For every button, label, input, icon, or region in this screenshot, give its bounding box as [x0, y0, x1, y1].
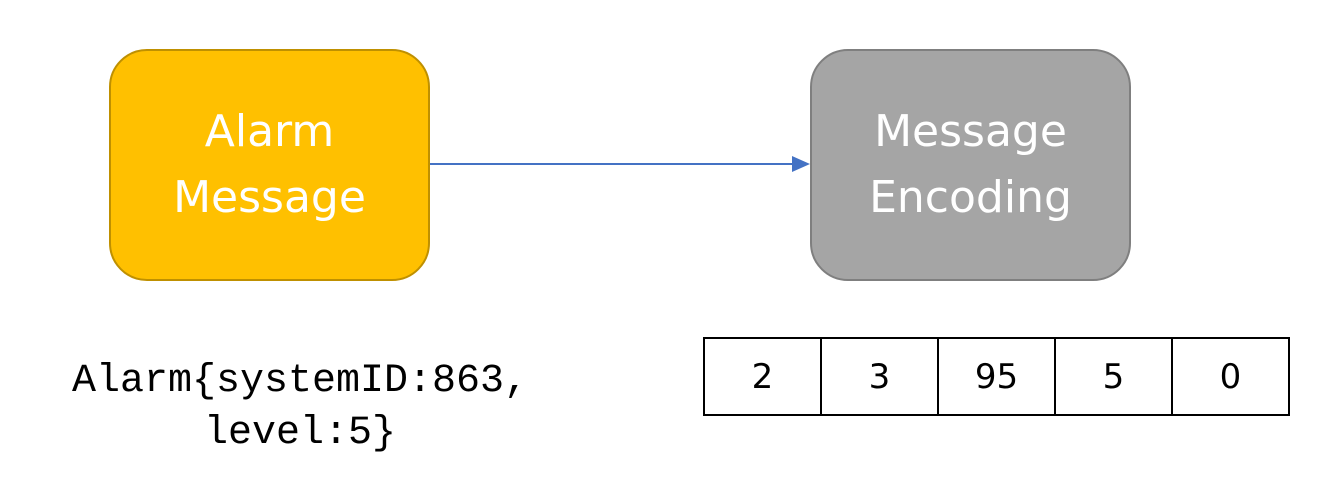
encoded-bytes-table: 2 3 95 5 0	[703, 337, 1290, 416]
byte-cell: 5	[1054, 337, 1173, 416]
byte-cell: 95	[937, 337, 1056, 416]
byte-cell: 3	[820, 337, 939, 416]
byte-cell: 0	[1171, 337, 1290, 416]
message-encoding-label: Message Encoding	[869, 106, 1072, 223]
arrow-head	[792, 156, 810, 172]
alarm-message-label: Alarm Message	[173, 106, 366, 223]
byte-cell: 2	[703, 337, 822, 416]
message-encoding-node: Message Encoding	[810, 49, 1131, 281]
encoded-bytes-row: 2 3 95 5 0	[703, 337, 1290, 416]
alarm-message-node: Alarm Message	[109, 49, 430, 281]
alarm-object-code: Alarm{systemID:863, level:5}	[71, 359, 529, 456]
